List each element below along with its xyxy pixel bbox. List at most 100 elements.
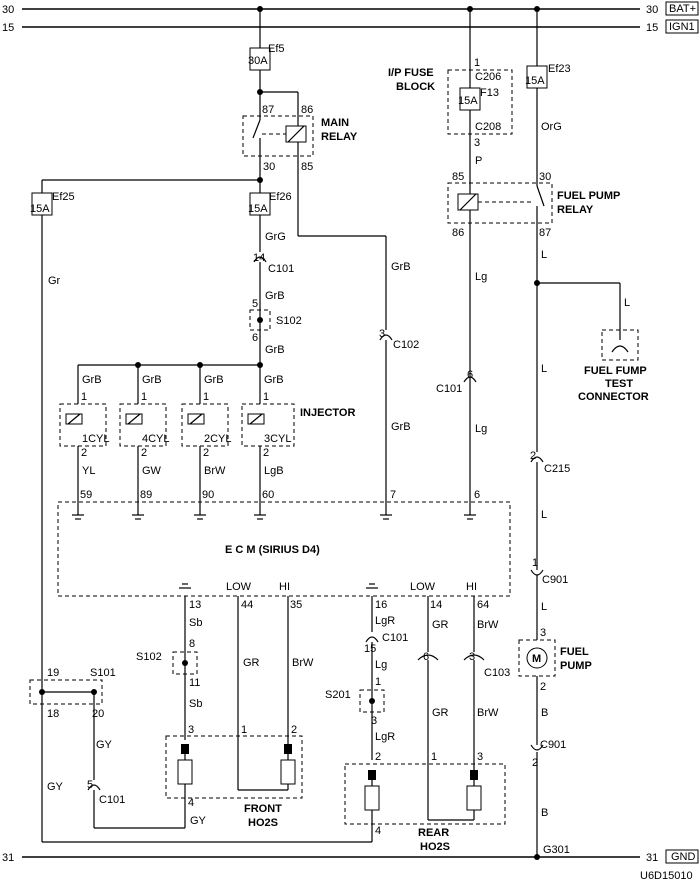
- ecm-title: E C M (SIRIUS D4): [225, 544, 320, 556]
- wire-gr: Gr: [48, 275, 61, 287]
- rail-30-left: 30: [2, 4, 14, 16]
- ecm-low-rear: LOW: [410, 581, 436, 593]
- front-pin2: 2: [291, 724, 297, 736]
- inj2-wire-out: BrW: [204, 465, 226, 477]
- inj2-pin1: 1: [203, 391, 209, 403]
- fpr-title-1: FUEL PUMP: [557, 190, 620, 202]
- s201-pin3: 3: [371, 715, 377, 727]
- rear-ho2s-circuit: 16 LgR C101 15 Lg 1 S201 3 LgR 14 GR 64 …: [325, 596, 510, 853]
- wire-gr-rear-b: GR: [432, 707, 449, 719]
- test-conn-title-3: CONNECTOR: [578, 391, 649, 403]
- injector-1cyl: GrB 1 1CYL 2 YL 59: [59, 365, 110, 515]
- wire-grb-c102-b: GrB: [391, 421, 411, 433]
- main-relay: 87 86 30 85 MAIN RELAY: [242, 104, 358, 236]
- front-pin1: 1: [241, 724, 247, 736]
- c215-label: C215: [544, 463, 570, 475]
- ef5-rating: 30A: [248, 55, 268, 67]
- ground-rail: 31 31 GND G301: [2, 844, 699, 864]
- inj2-wire-in: GrB: [204, 374, 224, 386]
- ecm-hi-front: HI: [279, 581, 290, 593]
- inj4-wire-out: GW: [142, 465, 162, 477]
- s102-pin11: 11: [189, 677, 200, 689]
- fpr-86: 86: [452, 227, 464, 239]
- ipfb-pin3: 3: [474, 137, 480, 149]
- inj4-pin1: 1: [141, 391, 147, 403]
- inj3-wire-out: LgB: [264, 465, 284, 477]
- wire-grb-c102-a: GrB: [391, 261, 411, 273]
- c101-pin15: 15: [364, 643, 376, 655]
- rail-31-left: 31: [2, 852, 14, 864]
- ecm-pin14: 14: [430, 599, 442, 611]
- ignition-rail: 15 15 IGN1: [2, 19, 699, 34]
- wire-lgr-a: LgR: [375, 615, 395, 627]
- fuel-pump: 3 M FUEL PUMP 2 B C901 2 B: [518, 627, 592, 857]
- c101-label-c: C101: [99, 794, 125, 806]
- wire-gr-front: GR: [243, 657, 260, 669]
- front-pin4: 4: [188, 797, 194, 809]
- wire-brw-rear-a: BrW: [477, 619, 499, 631]
- test-conn-title-2: TEST: [605, 378, 633, 390]
- c103-label: C103: [484, 667, 510, 679]
- front-ho2s-circuit: 13 Sb 8 S102 11 Sb 44 GR 35 BrW 3 1 2 4 …: [94, 596, 314, 829]
- ecm-pin60: 60: [262, 489, 274, 501]
- s102-pin5: 5: [252, 298, 258, 310]
- figure-id: U6D15010: [640, 870, 693, 882]
- injector-2cyl: GrB 1 2CYL 2 BrW 90: [181, 365, 232, 515]
- wire-grg: GrG: [265, 231, 286, 243]
- wire-brw-front: BrW: [292, 657, 314, 669]
- wire-gy-b: GY: [47, 781, 64, 793]
- inj2-pin2: 2: [203, 447, 209, 459]
- wire-lgr-b: LgR: [375, 731, 395, 743]
- ipfb-c206: C206: [475, 71, 501, 83]
- fp-title-2: PUMP: [560, 660, 592, 672]
- injector-3cyl: GrB 1 3CYL 2 LgB 60 INJECTOR: [241, 365, 355, 515]
- c901-label-b: C901: [540, 739, 566, 751]
- c901-pin1: 1: [532, 557, 538, 569]
- g301-label: G301: [543, 844, 570, 856]
- wire-l-a: L: [541, 249, 547, 261]
- relay-85-circuit: GrB 3 C102 GrB 7: [298, 235, 419, 515]
- gnd-label: GND: [671, 851, 696, 863]
- rear-pin3: 3: [477, 751, 483, 763]
- ef23-rating: 15A: [525, 75, 545, 87]
- s201-pin1: 1: [375, 676, 381, 688]
- s101-label: S101: [90, 667, 116, 679]
- wire-l-d: L: [541, 509, 547, 521]
- test-conn-title-1: FUEL FUMP: [584, 365, 647, 377]
- fpr-85: 85: [452, 171, 464, 183]
- fpr-30: 30: [539, 171, 551, 183]
- main-relay-87: 87: [262, 104, 274, 116]
- inj3-pin1: 1: [263, 391, 269, 403]
- s102-pin6: 6: [252, 332, 258, 344]
- main-feed: Ef5 30A: [248, 6, 299, 120]
- injector-4cyl: GrB 1 4CYL 2 GW 89: [119, 365, 170, 515]
- ef5-name: Ef5: [268, 43, 285, 55]
- inj1-wire-out: YL: [82, 465, 95, 477]
- wire-grb-b: GrB: [265, 344, 285, 356]
- rail-15-right: 15: [646, 22, 658, 34]
- wire-gr-rear-a: GR: [432, 619, 449, 631]
- c102-pin3: 3: [379, 328, 385, 340]
- wire-brw-rear-b: BrW: [477, 707, 499, 719]
- ecm-low-front: LOW: [226, 581, 252, 593]
- wire-l-e: L: [541, 601, 547, 613]
- ipfb-title-1: I/P FUSE: [388, 67, 434, 79]
- c102-label: C102: [393, 339, 419, 351]
- ecm-pin44: 44: [241, 599, 253, 611]
- front-pin3: 3: [188, 724, 194, 736]
- rear-pin2: 2: [375, 751, 381, 763]
- c101-pin5: 5: [87, 779, 93, 791]
- ecm-pin90: 90: [202, 489, 214, 501]
- ef26-rating: 15A: [248, 203, 268, 215]
- ecm-hi-rear: HI: [466, 581, 477, 593]
- c103-pin6: 6: [423, 651, 429, 663]
- ecm-pin35: 35: [290, 599, 302, 611]
- ecm-pin64: 64: [477, 599, 489, 611]
- main-relay-85: 85: [301, 161, 313, 173]
- fpr-87: 87: [539, 227, 551, 239]
- c101-pin6: 6: [467, 369, 473, 381]
- ip-fuse-block: 1 C206 F13 15A C208 3 P I/P FUSE BLOCK: [388, 6, 513, 183]
- wire-b-a: B: [541, 707, 548, 719]
- ef25-rating: 15A: [30, 203, 50, 215]
- ef23-name: Ef23: [548, 63, 571, 75]
